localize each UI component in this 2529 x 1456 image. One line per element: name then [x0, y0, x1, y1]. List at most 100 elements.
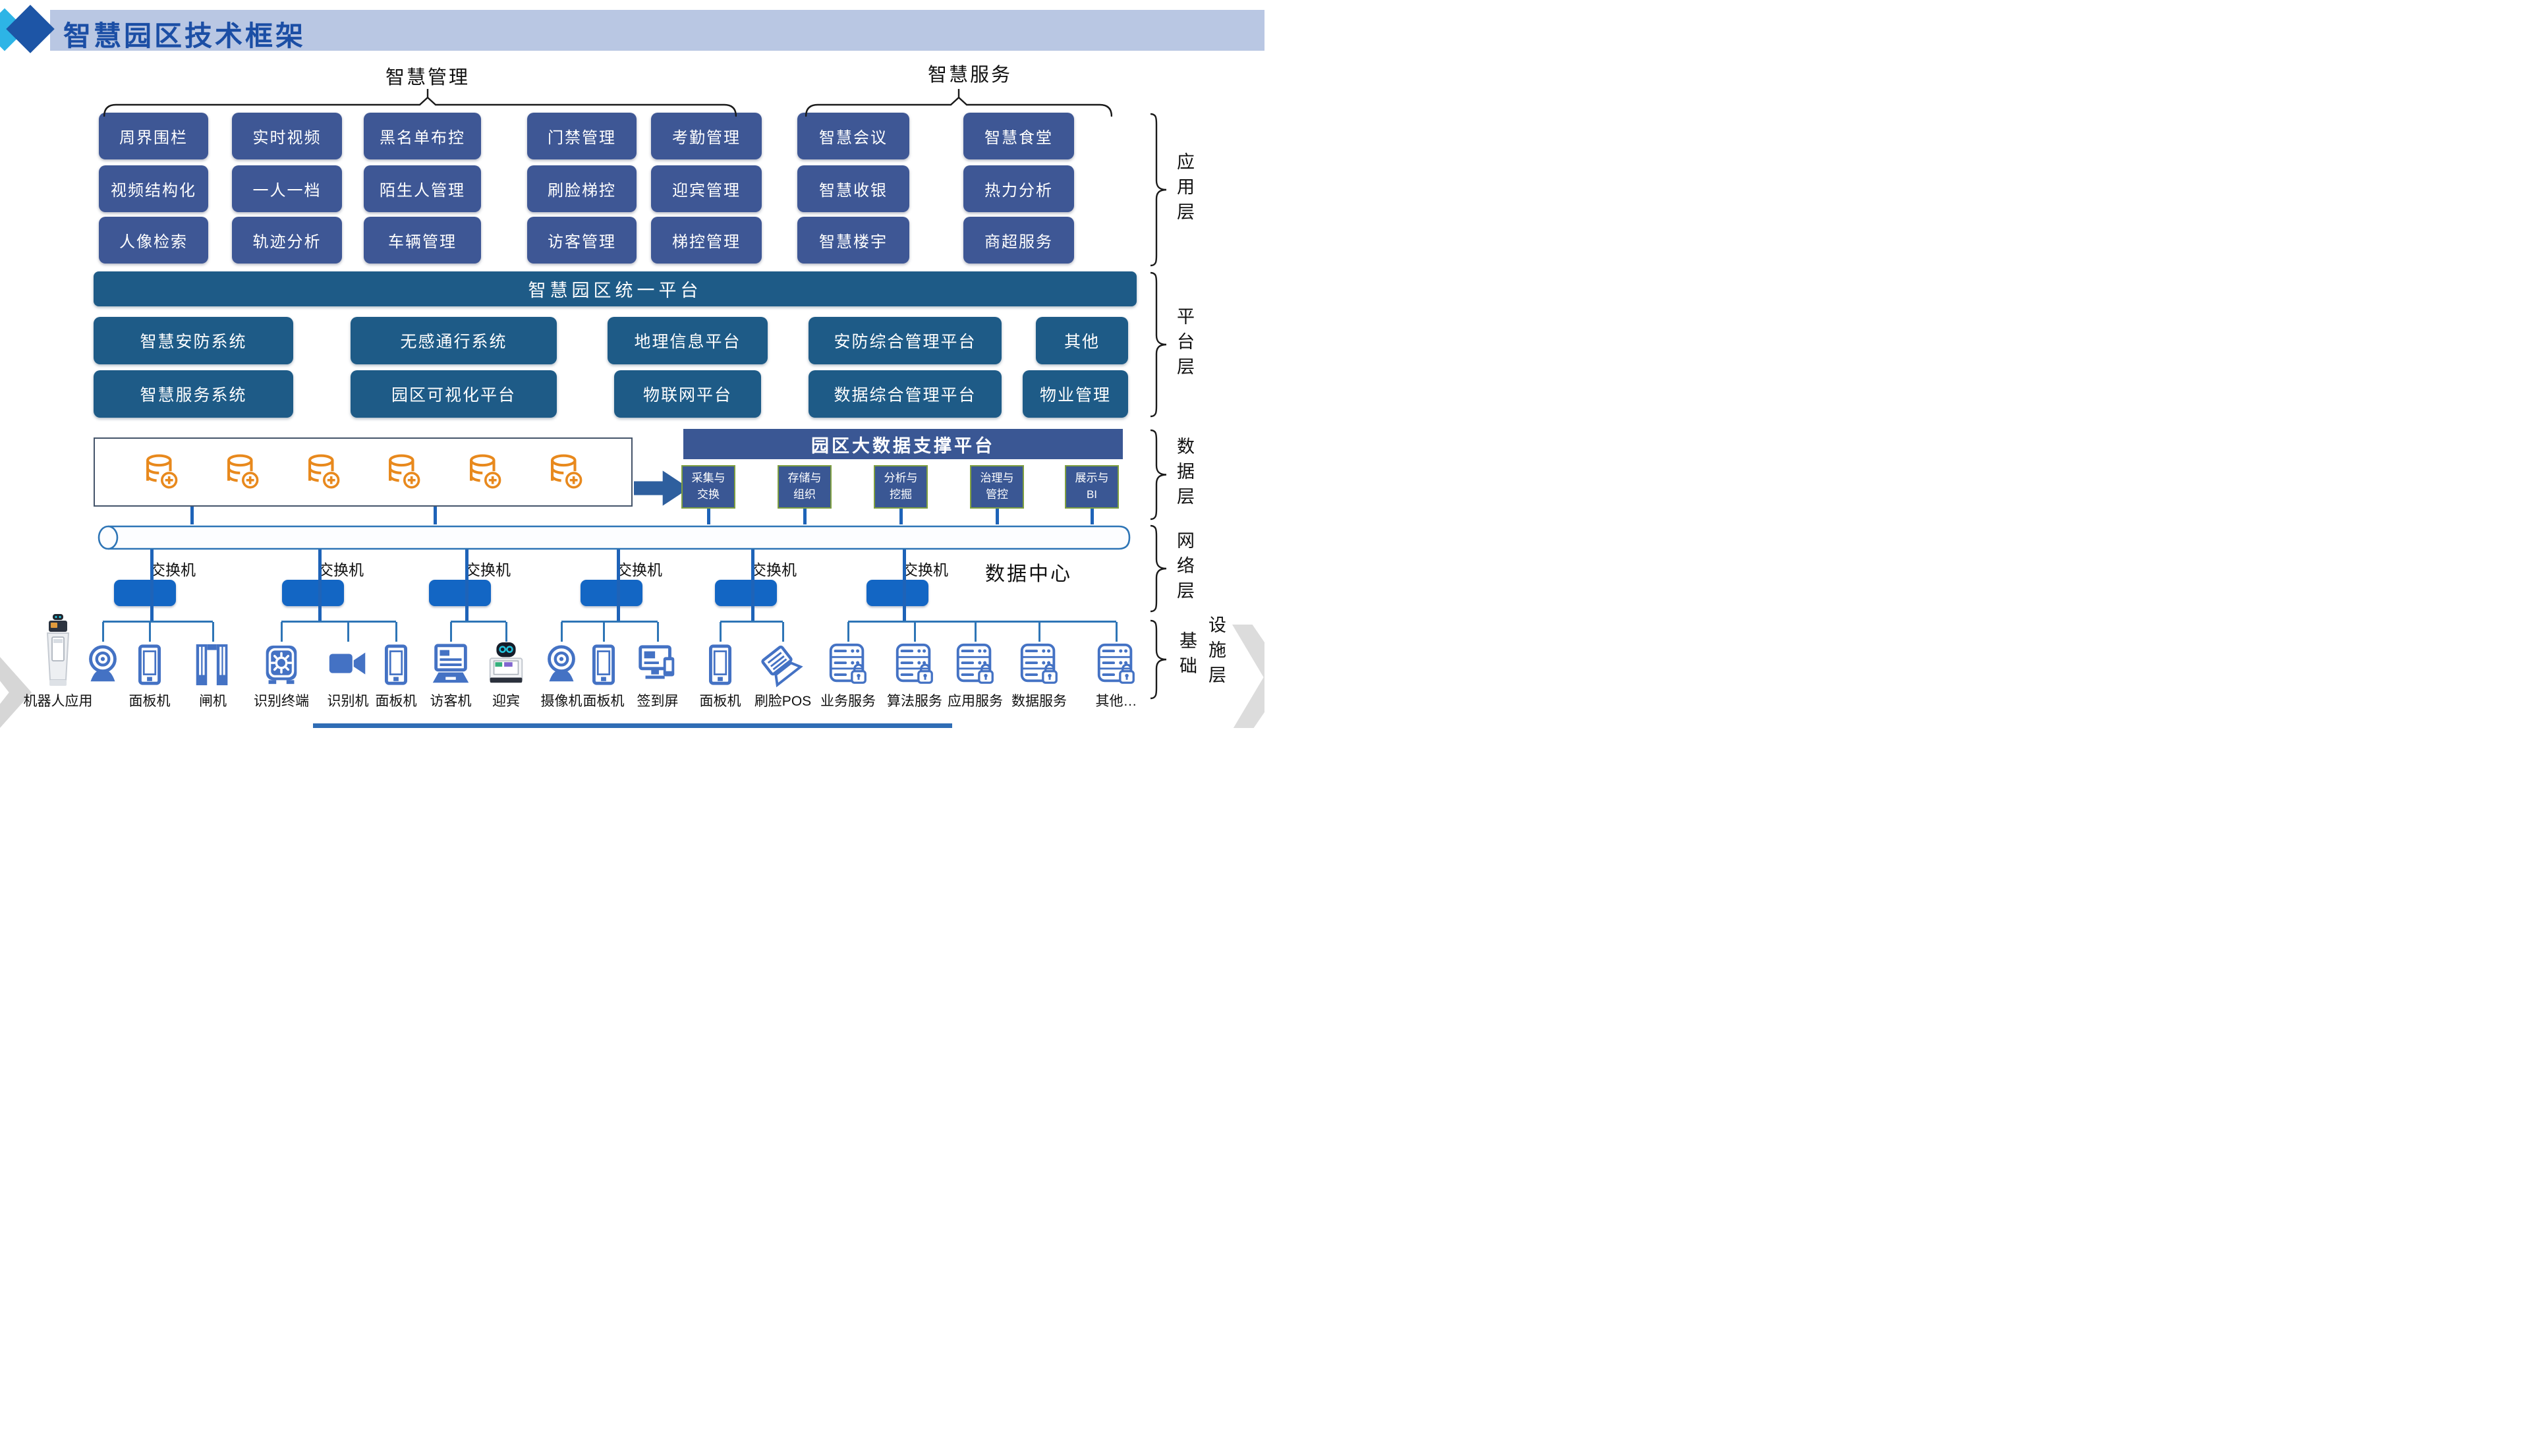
app-button: 商超服务	[963, 217, 1074, 264]
logo-diamond-blue-icon	[6, 5, 55, 53]
connector-line	[318, 549, 322, 622]
app-button: 一人一档	[232, 165, 342, 212]
page-title: 智慧园区技术框架	[63, 20, 306, 51]
device-label: 面板机	[583, 694, 625, 709]
device-label: 算法服务	[887, 694, 942, 709]
app-button: 视频结构化	[99, 165, 208, 212]
database-box	[94, 437, 633, 507]
connector-line	[1038, 622, 1040, 642]
app-button: 考勤管理	[651, 113, 762, 159]
group-label-service: 智慧服务	[927, 65, 1012, 86]
connector-line	[505, 622, 507, 642]
network-switch	[282, 580, 344, 606]
panel-tablet-icon	[127, 642, 172, 688]
dome-camera-icon	[539, 642, 584, 688]
device-label: 刷脸POS	[754, 694, 812, 709]
connector-line	[1116, 622, 1118, 642]
panel-tablet-icon	[374, 642, 418, 688]
connector-line	[103, 621, 213, 623]
connector-line	[899, 509, 903, 524]
connector-line	[1091, 509, 1094, 524]
app-button: 周界围栏	[99, 113, 208, 159]
layer-brace	[1149, 113, 1168, 267]
layer-brace	[1149, 271, 1168, 418]
app-button: 智慧楼宇	[797, 217, 909, 264]
database-icon	[142, 453, 180, 491]
layer-label-platform: 平台层	[1174, 307, 1194, 382]
connector-line	[150, 549, 154, 622]
device-label: 迎宾	[492, 694, 520, 709]
connector-line	[803, 509, 807, 524]
layer-label-infrastructure-left: 基础	[1177, 631, 1197, 681]
service-group-bracket	[805, 88, 1113, 117]
connector-line	[149, 622, 151, 642]
connector-line	[617, 549, 620, 622]
app-button: 迎宾管理	[651, 165, 762, 212]
app-button: 热力分析	[963, 165, 1074, 212]
device-label: 其他…	[1095, 694, 1137, 709]
video-camera-icon	[326, 642, 370, 688]
data-module: 分析与挖掘	[874, 465, 928, 509]
datacenter-label: 数据中心	[985, 563, 1072, 585]
data-module-line1: 展示与	[1075, 472, 1109, 484]
app-button: 智慧会议	[797, 113, 909, 159]
laptop-icon	[428, 642, 473, 688]
app-button: 实时视频	[232, 113, 342, 159]
connector-line	[903, 549, 906, 622]
connector-line	[561, 622, 563, 642]
server-icon	[1017, 642, 1062, 688]
server-icon	[826, 642, 870, 688]
connector-line	[720, 621, 783, 623]
header-band	[50, 10, 1264, 51]
server-icon	[892, 642, 937, 688]
dome-camera-icon	[80, 642, 125, 688]
data-module-line1: 存储与	[787, 472, 822, 484]
data-module-line1: 采集与	[691, 472, 725, 484]
management-group-bracket	[103, 88, 737, 117]
connector-line	[347, 622, 349, 642]
device-label: 机器人应用	[23, 694, 93, 709]
connector-line	[848, 621, 1116, 623]
data-module-line2: 管控	[986, 488, 1008, 501]
connector-line	[657, 622, 659, 642]
recognition-terminal-icon	[259, 642, 304, 688]
layer-label-application: 应用层	[1174, 152, 1194, 227]
app-button: 梯控管理	[651, 217, 762, 264]
platform-box: 智慧服务系统	[94, 370, 293, 418]
device-label: 闸机	[199, 694, 227, 709]
switch-label: 交换机	[903, 561, 948, 578]
platform-box: 物联网平台	[614, 370, 761, 418]
app-button: 访客管理	[527, 217, 637, 264]
switch-label: 交换机	[318, 561, 364, 578]
welcome-robot-icon	[484, 642, 528, 688]
face-pos-icon	[760, 642, 805, 688]
decor-bottom-bar	[313, 723, 952, 728]
data-module: 存储与组织	[778, 465, 832, 509]
connector-line	[465, 549, 469, 622]
group-label-management: 智慧管理	[385, 67, 470, 88]
connector-line	[395, 622, 397, 642]
platform-box: 园区可视化平台	[351, 370, 557, 418]
app-button: 门禁管理	[527, 113, 637, 159]
server-icon	[1094, 642, 1139, 688]
connector-line	[102, 622, 104, 642]
network-pipe	[98, 525, 1131, 550]
app-button: 轨迹分析	[232, 217, 342, 264]
panel-tablet-icon	[698, 642, 743, 688]
data-module-line2: 组织	[793, 488, 816, 501]
server-icon	[953, 642, 998, 688]
connector-line	[751, 549, 754, 622]
connector-line	[450, 622, 452, 642]
data-module-line1: 分析与	[884, 472, 918, 484]
network-switch	[429, 580, 491, 606]
layer-label-infrastructure-right: 设施层	[1206, 615, 1226, 690]
switch-label: 交换机	[751, 561, 797, 578]
device-label: 识别终端	[254, 694, 309, 709]
device-label: 数据服务	[1011, 694, 1067, 709]
platform-box: 智慧安防系统	[94, 317, 293, 364]
platform-box: 无感通行系统	[351, 317, 557, 364]
device-label: 识别机	[327, 694, 369, 709]
data-module-line2: 交换	[697, 488, 720, 501]
data-module: 采集与交换	[681, 465, 735, 509]
